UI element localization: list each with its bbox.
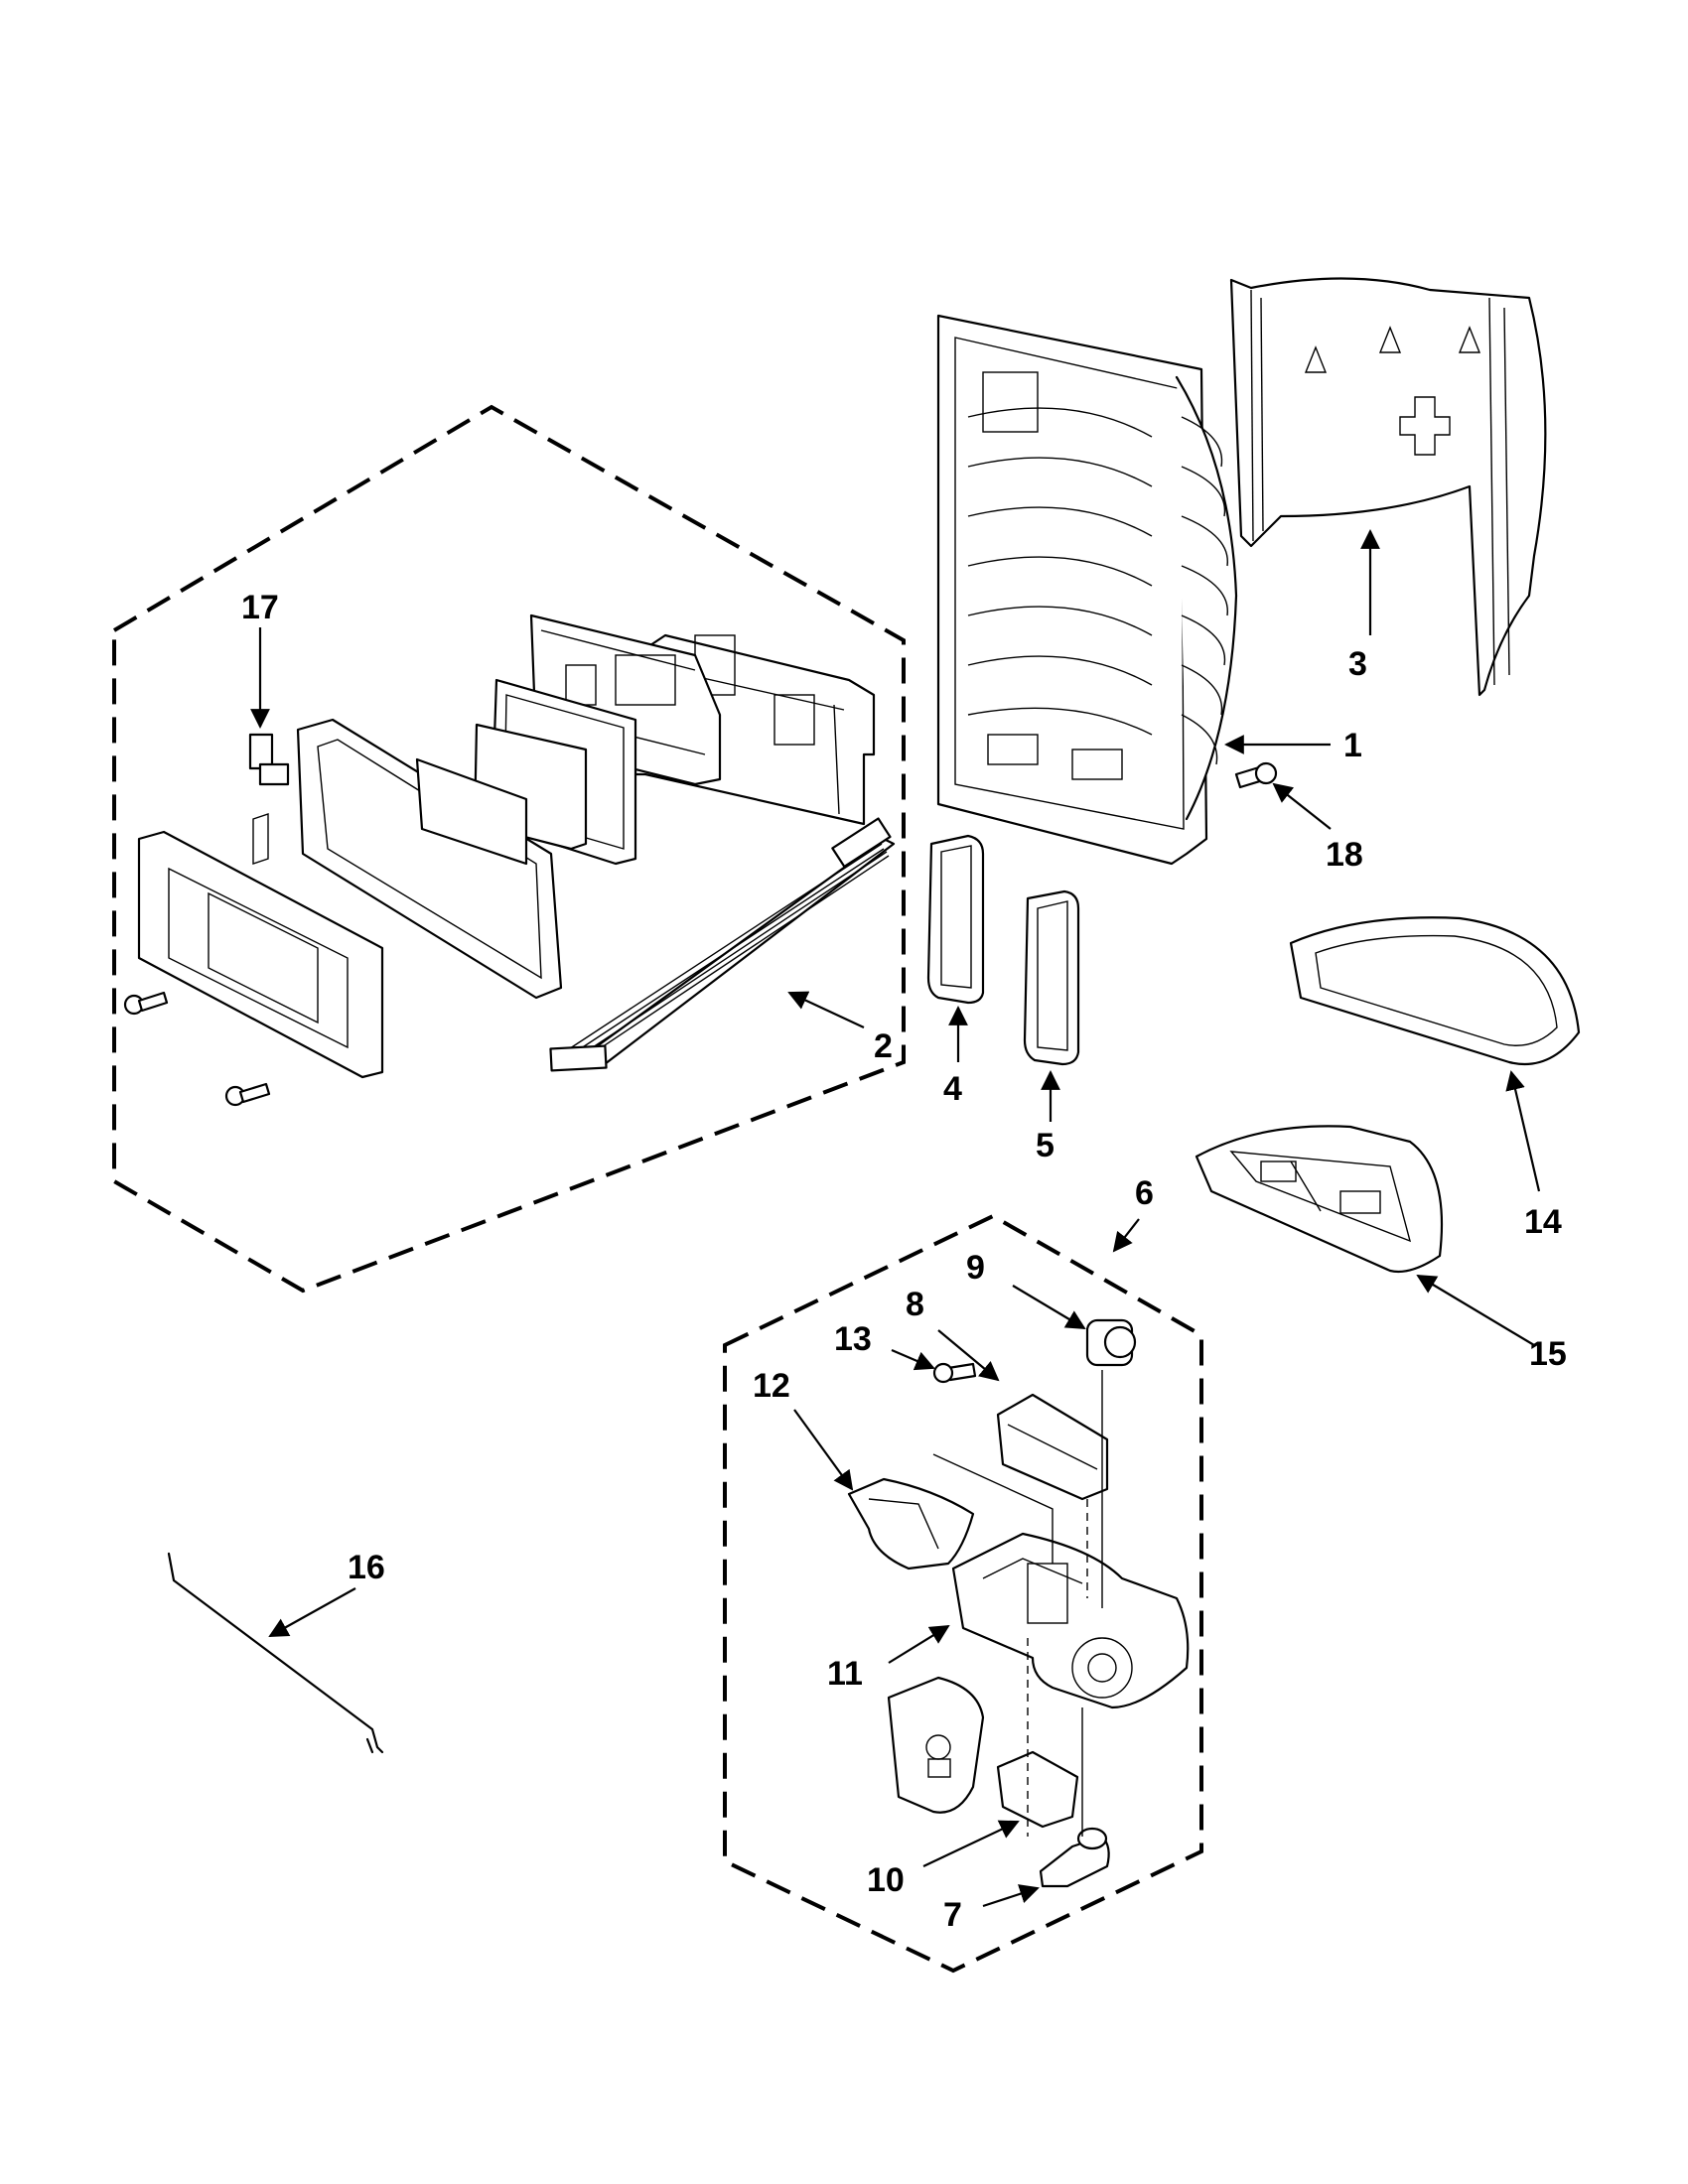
part-pad-4 — [926, 834, 985, 1005]
part-control-bezel — [137, 813, 384, 1079]
part-wire-rod — [167, 1552, 384, 1754]
kit-outline-dispenser-assembly — [723, 1213, 1203, 1974]
assembly-guide-lines — [932, 1370, 1103, 1837]
kit-outline-control-assembly — [112, 404, 906, 1294]
part-elbow-7 — [1039, 1827, 1110, 1888]
callout-5: 5 — [1036, 1127, 1055, 1164]
callout-labels: 1 2 3 4 5 6 7 8 9 10 11 12 13 14 15 16 1… — [241, 589, 1567, 1934]
callout-3: 3 — [1348, 645, 1367, 683]
leader-13 — [891, 1348, 935, 1371]
screw-icon-part-13 — [932, 1362, 977, 1384]
leader-15 — [1416, 1274, 1535, 1346]
callout-13: 13 — [834, 1320, 872, 1358]
callout-1: 1 — [1343, 727, 1362, 764]
screw-icon — [224, 1082, 271, 1107]
callout-9: 9 — [966, 1249, 985, 1287]
part-wire-harness — [549, 817, 896, 1072]
leader-14 — [1505, 1070, 1541, 1192]
callout-10: 10 — [867, 1861, 905, 1899]
screw-icon — [123, 991, 169, 1016]
leader-16 — [268, 1587, 356, 1637]
callout-6: 6 — [1135, 1174, 1154, 1212]
part-rear-cover — [1229, 277, 1547, 697]
part-switch-10 — [996, 1750, 1079, 1829]
part-drip-tray-frame — [1289, 916, 1581, 1066]
leader-9 — [1012, 1285, 1086, 1330]
part-solenoid-9 — [1085, 1318, 1137, 1367]
part-display-lens — [415, 757, 528, 866]
callout-14: 14 — [1524, 1203, 1562, 1241]
leader-2 — [787, 991, 865, 1028]
leader-12 — [793, 1409, 854, 1491]
callout-7: 7 — [943, 1896, 962, 1934]
leader-10 — [922, 1820, 1020, 1867]
part-bracket-8 — [996, 1393, 1109, 1501]
leader-6 — [1112, 1218, 1140, 1253]
leader-11 — [888, 1624, 950, 1664]
part-control-frame — [296, 718, 563, 1000]
part-housing-frame — [936, 314, 1238, 866]
callout-18: 18 — [1326, 836, 1363, 874]
callout-15: 15 — [1529, 1335, 1567, 1373]
callout-8: 8 — [906, 1286, 924, 1323]
part-sensor-17 — [248, 733, 290, 786]
callout-11: 11 — [827, 1655, 863, 1693]
part-dispenser-housing-11 — [951, 1532, 1190, 1709]
part-ice-chute-12 — [847, 1477, 975, 1570]
callout-2: 2 — [874, 1027, 893, 1065]
callout-17: 17 — [241, 589, 279, 626]
leader-7 — [982, 1884, 1040, 1908]
callout-4: 4 — [943, 1070, 962, 1108]
screw-icon-part-18 — [1234, 761, 1278, 789]
leader-18 — [1272, 782, 1332, 830]
part-pad-5 — [1023, 889, 1080, 1066]
callout-12: 12 — [753, 1367, 790, 1405]
leader-8 — [937, 1329, 1000, 1382]
callout-16: 16 — [348, 1549, 385, 1586]
callout-leaders — [250, 529, 1541, 1908]
part-door-flap — [887, 1676, 985, 1814]
part-drip-tray — [1195, 1125, 1444, 1274]
